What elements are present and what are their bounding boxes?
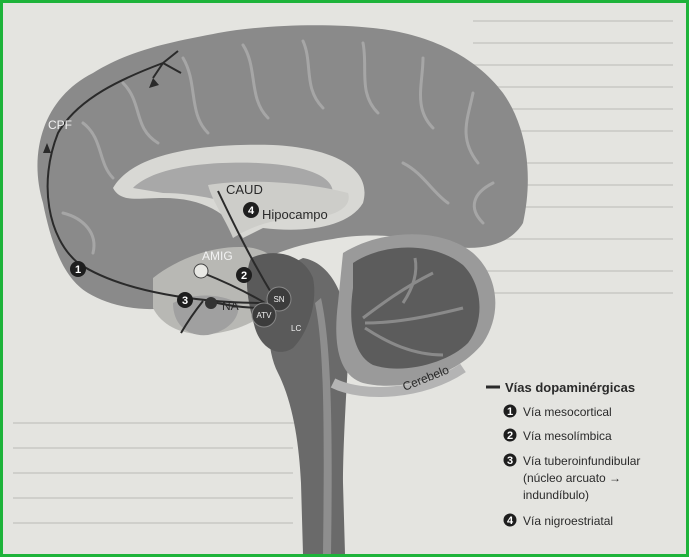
label-atv: ATV [257,311,273,320]
legend-item-2-label: Vía mesolímbica [523,429,612,443]
atv-nucleus: ATV [252,303,276,327]
label-cpf: CPF [48,118,72,132]
svg-text:1: 1 [75,264,81,276]
svg-text:3: 3 [507,455,513,467]
label-amig: AMIG [202,249,233,263]
marker-2: 2 [236,267,252,283]
brain-diagram: SN ATV CPF CAUD Hipocampo AMIG NA LC Cer… [3,3,686,554]
legend-item-4-label: Vía nigroestriatal [523,514,613,528]
legend-title: Vías dopaminérgicas [505,380,635,395]
amygdala-nucleus [194,264,208,278]
label-hipocampo: Hipocampo [262,207,328,222]
svg-text:4: 4 [507,515,514,527]
legend-item-1: 1 Vía mesocortical [504,405,612,420]
marker-1: 1 [70,261,86,277]
marker-3: 3 [177,292,193,308]
svg-text:4: 4 [248,205,255,217]
label-sn: SN [273,295,284,304]
label-lc: LC [291,324,301,333]
marker-4: 4 [243,202,259,218]
legend-item-3-label-line-2: (núcleo arcuato → [523,471,621,485]
legend: Vías dopaminérgicas 1 Vía mesocortical 2… [486,380,640,528]
svg-text:3: 3 [182,295,188,307]
arcuate-nucleus [205,297,217,309]
label-caud: CAUD [226,182,263,197]
svg-text:2: 2 [507,430,513,442]
legend-item-3: 3 Vía tuberoinfundibular (núcleo arcuato… [504,454,641,503]
legend-item-2: 2 Vía mesolímbica [504,429,613,444]
svg-text:2: 2 [241,270,247,282]
legend-item-1-label: Vía mesocortical [523,405,612,419]
legend-item-3-label-line-1: Vía tuberoinfundibular [523,454,640,468]
legend-item-3-label-line-3: indundíbulo) [523,488,589,502]
label-na: NA [222,299,239,313]
svg-text:1: 1 [507,406,513,418]
legend-item-4: 4 Vía nigroestriatal [504,514,614,529]
